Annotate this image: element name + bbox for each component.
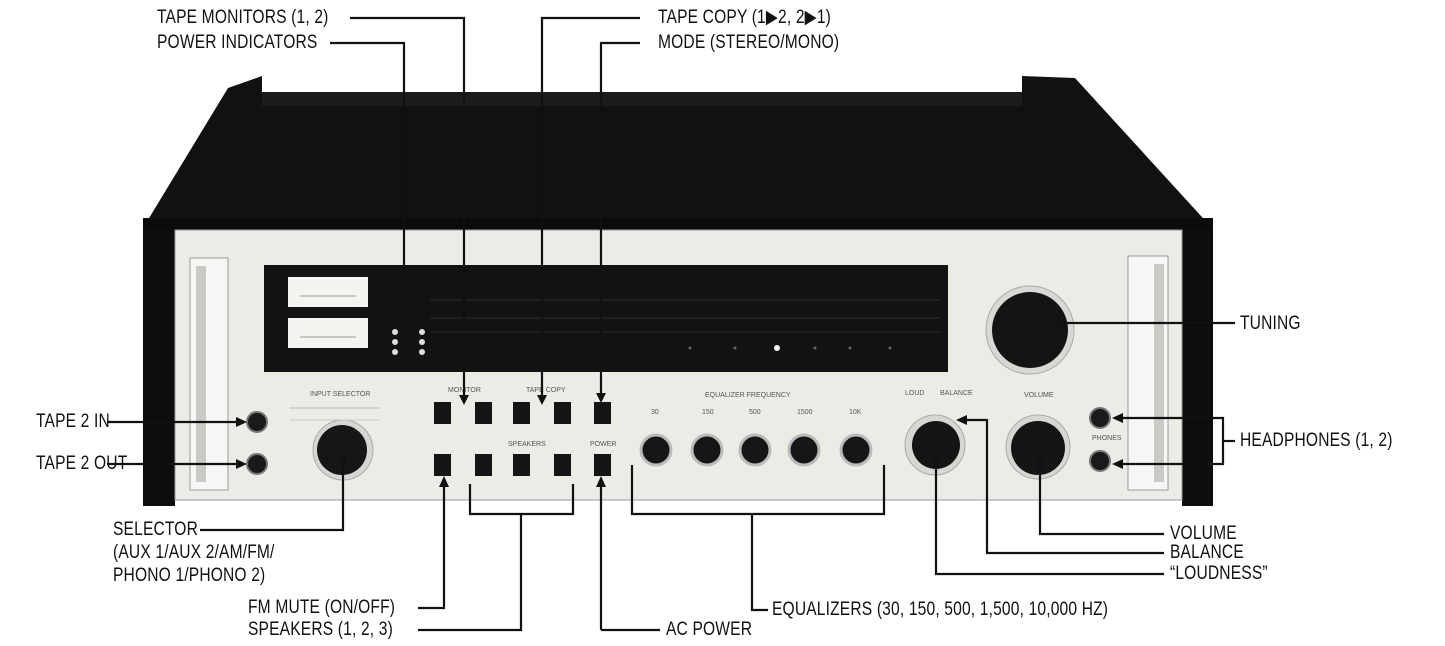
tape-monitor-1-button[interactable]: [434, 402, 451, 424]
loudness-label: “LOUDNESS”: [1170, 563, 1268, 584]
tape-copy-label: TAPE COPY (1▶2, 2▶1): [658, 7, 832, 28]
eq-band-3: 500: [749, 409, 761, 416]
power-indicators-leader: [330, 41, 406, 278]
push-buttons: [434, 402, 611, 476]
selector-options-line-1: (AUX 1/AUX 2/AM/FM/: [113, 542, 275, 563]
selector-label: SELECTOR: [113, 519, 199, 540]
arrow-power-indicators: [399, 273, 409, 283]
tape-copy-1-button[interactable]: [513, 402, 530, 424]
selector-heading: INPUT SELECTOR: [310, 391, 370, 398]
loudness-balance-knob[interactable]: [904, 414, 966, 476]
equalizer-heading: EQUALIZER FREQUENCY: [705, 392, 791, 399]
arrow-tape2-out: [236, 459, 247, 469]
eq-band-1: 30: [651, 409, 659, 416]
arrow-selector: [338, 452, 348, 463]
speakers-2-button[interactable]: [513, 454, 530, 476]
loudness-leader: [934, 455, 1164, 576]
leader-lines: [107, 16, 1235, 632]
tape2-in-label: TAPE 2 IN: [36, 411, 110, 432]
tape-monitors-label: TAPE MONITORS (1, 2): [157, 7, 329, 28]
tape2-out-jack[interactable]: [246, 453, 268, 475]
power-heading: POWER: [590, 441, 616, 448]
mode-leader: [599, 41, 640, 398]
fm-mute-label: FM MUTE (ON/OFF): [248, 597, 396, 618]
tape2-out-label: TAPE 2 OUT: [36, 453, 128, 474]
balance-leader: [960, 418, 1164, 555]
tape-monitor-2-button[interactable]: [475, 402, 492, 424]
glass-display: [264, 265, 948, 372]
ac-power-button[interactable]: [594, 454, 611, 476]
loudness-heading: LOUD: [905, 390, 924, 397]
eq-knob-30[interactable]: [639, 433, 673, 467]
equalizers-bracket: [630, 465, 886, 516]
speakers-heading: SPEAKERS: [508, 441, 546, 448]
headphone-1-jack[interactable]: [1089, 407, 1111, 429]
ac-power-label: AC POWER: [666, 619, 753, 640]
volume-leader: [1038, 461, 1164, 536]
arrow-tape2-in: [236, 417, 247, 427]
balance-heading: BALANCE: [940, 390, 973, 397]
eq-knob-500[interactable]: [738, 433, 772, 467]
tape-copy-leader: [540, 16, 640, 400]
left-handle: [189, 257, 229, 491]
arrow-ac-power: [596, 476, 606, 487]
arrow-headphone-1: [1112, 413, 1123, 423]
arrow-loudness: [931, 451, 941, 462]
tuning-label: TUNING: [1240, 313, 1301, 334]
eq-knob-150[interactable]: [690, 433, 724, 467]
headphones-heading: PHONES: [1092, 435, 1122, 442]
tape-copy-heading: TAPE COPY: [526, 387, 566, 394]
mode-button[interactable]: [594, 402, 611, 424]
right-handle: [1127, 255, 1169, 491]
volume-label: VOLUME: [1170, 523, 1237, 544]
arrow-mode: [596, 393, 606, 403]
selector-knob[interactable]: [312, 419, 374, 481]
fm-mute-button[interactable]: [434, 454, 451, 476]
eq-knob-10k[interactable]: [839, 433, 873, 467]
speakers-3-button[interactable]: [554, 454, 571, 476]
volume-knob[interactable]: [1005, 414, 1071, 480]
headphone-2-jack[interactable]: [1089, 450, 1111, 472]
selector-options-line-2: PHONO 1/PHONO 2): [113, 565, 266, 586]
balance-label: BALANCE: [1170, 542, 1244, 563]
eq-band-2: 150: [702, 409, 714, 416]
fm-mute-leader: [418, 480, 446, 610]
arrow-tape-monitors: [459, 395, 469, 405]
mode-label: MODE (STEREO/MONO): [658, 32, 840, 53]
arrow-volume: [1035, 456, 1045, 467]
speakers-leader: [418, 514, 523, 632]
speakers-1-button[interactable]: [475, 454, 492, 476]
tape-monitors-leader: [350, 16, 466, 400]
selector-leader: [200, 455, 345, 532]
tape2-in-jack[interactable]: [246, 411, 268, 433]
arrow-fm-mute: [439, 476, 449, 487]
arrow-balance: [956, 415, 967, 425]
tape-copy-2-button[interactable]: [554, 402, 571, 424]
tuning-knob[interactable]: [985, 285, 1075, 375]
arrow-tuning: [1055, 318, 1066, 328]
eq-band-5: 10K: [849, 409, 862, 416]
equalizers-leader: [750, 514, 768, 612]
equalizer-knobs: [639, 433, 873, 467]
power-indicators-label: POWER INDICATORS: [157, 32, 318, 53]
arrow-headphone-2: [1112, 459, 1123, 469]
headphones-label: HEADPHONES (1, 2): [1240, 430, 1393, 451]
volume-heading: VOLUME: [1024, 392, 1054, 399]
arrow-tape-copy: [537, 395, 547, 405]
eq-knob-1500[interactable]: [787, 433, 821, 467]
equalizers-label: EQUALIZERS (30, 150, 500, 1,500, 10,000 …: [772, 599, 1109, 620]
speakers-label: SPEAKERS (1, 2, 3): [248, 619, 393, 640]
eq-band-4: 1500: [797, 409, 813, 416]
